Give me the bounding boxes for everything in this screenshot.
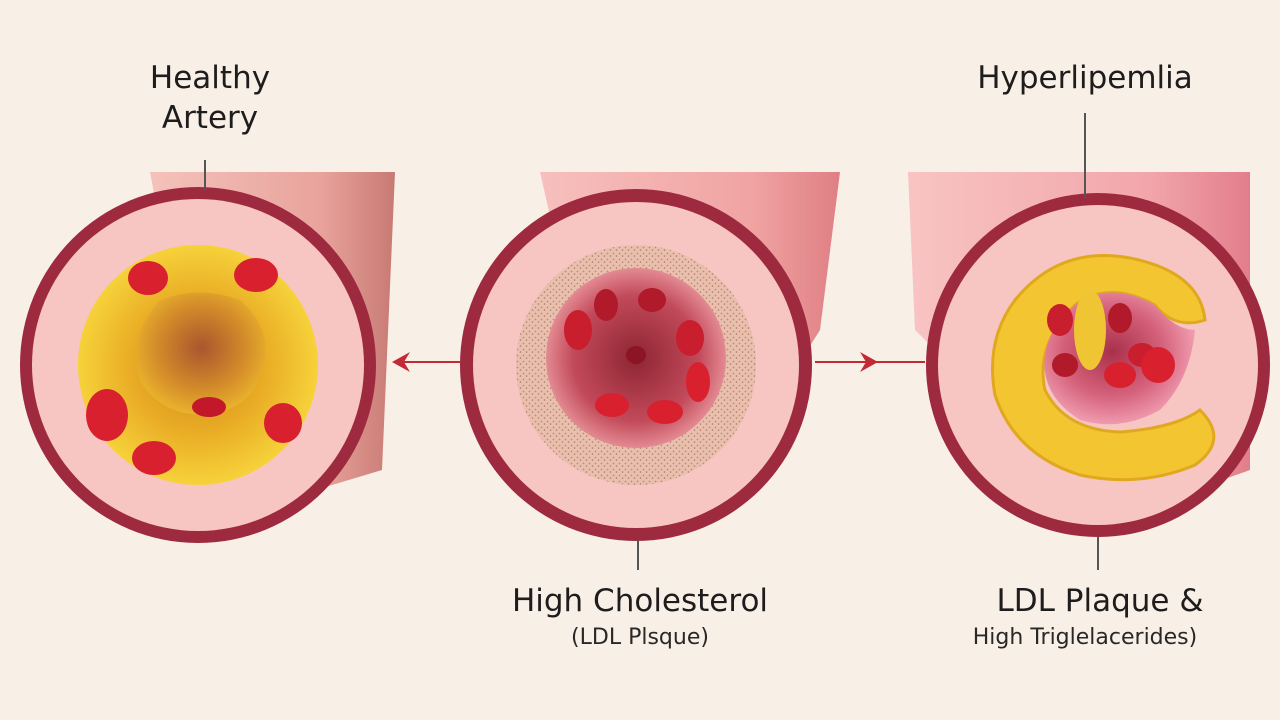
blood-cell (676, 320, 704, 356)
label-healthy-artery: Healthy Artery (95, 58, 325, 138)
lipid-deposit (1074, 290, 1106, 370)
blood-cell (86, 389, 128, 441)
label-hyperlipemia: Hyperlipemlia (977, 60, 1193, 96)
healthy-artery (20, 172, 395, 543)
label-healthy-line2: Artery (161, 100, 259, 136)
blood-cell (626, 346, 646, 364)
blood-cell (564, 310, 592, 350)
blood-cell (686, 362, 710, 402)
label-ldl-plaque-sub: (LDL Plsque) (571, 625, 709, 650)
blood-cell (1047, 304, 1073, 336)
blood-cell (192, 397, 226, 417)
blood-cell (1141, 347, 1175, 383)
arrow-right-icon (815, 352, 925, 372)
arrow-left-icon (392, 352, 460, 372)
blood-cell (638, 288, 666, 312)
blood-cell (1104, 362, 1136, 388)
label-triglycerides-sub: High Triglelacerides) (972, 625, 1198, 650)
blood-cell (128, 261, 168, 295)
plaque-layer (991, 254, 1216, 482)
blood-cell (1108, 303, 1132, 333)
label-healthy-line1: Healthy (149, 60, 271, 96)
label-ldl-plaque: LDL Plaque & (996, 583, 1204, 619)
blood-cell (594, 289, 618, 321)
label-high-cholesterol: High Cholesterol (511, 583, 769, 619)
blood-cell (132, 441, 176, 475)
cholesterol-artery (460, 172, 840, 541)
blood-cell (595, 393, 629, 417)
blood-cell (647, 400, 683, 424)
hyperlipemia-artery (908, 172, 1270, 537)
lumen (136, 292, 266, 415)
blood-cell (1052, 353, 1078, 377)
blood-cell (264, 403, 302, 443)
blood-cell (234, 258, 278, 292)
